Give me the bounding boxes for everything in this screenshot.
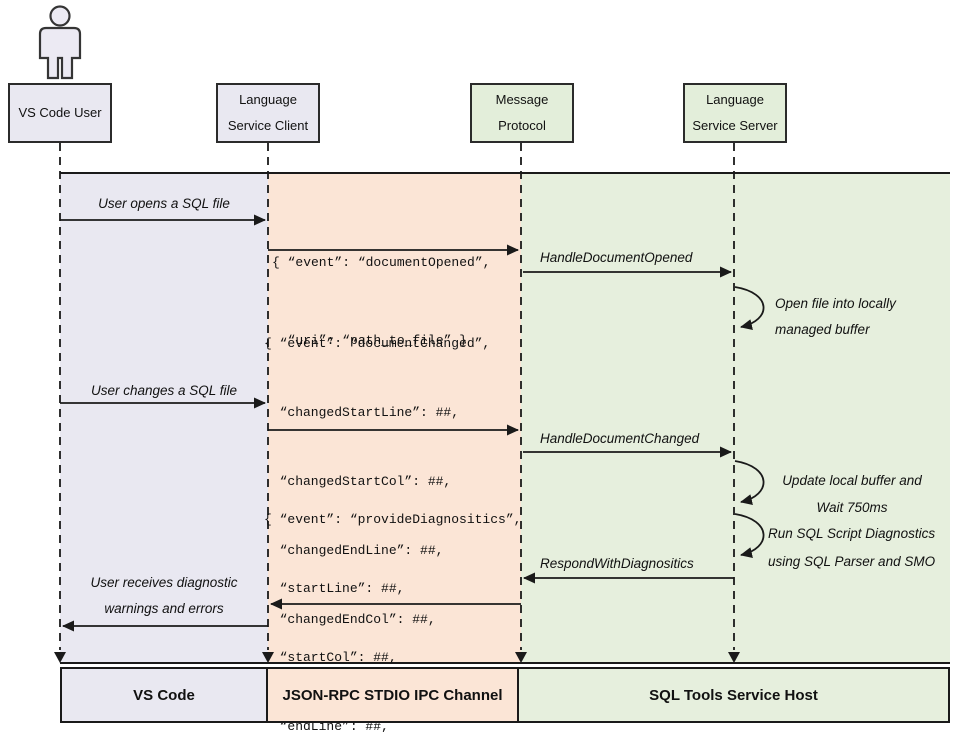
payload-line: “uri”: “path_to_file” } [272,333,468,348]
label-line: User receives diagnostic [90,575,238,590]
payload-line: “changedEndLine”: ##, [264,543,444,558]
footer-row: VS Code JSON-RPC STDIO IPC Channel SQL T… [60,667,950,723]
lane-ipc-channel [268,174,521,662]
actor-label: Service Server [692,118,778,133]
actor-language-service-client: Language Service Client [216,83,320,143]
payload-line: “startCol”: ##, [264,650,397,665]
payload-line: { “event”: “documentOpened”, [272,255,491,270]
note-open-buffer: Open file into locally managed buffer [775,291,896,343]
payload-line: “changedStartCol”: ##, [264,474,452,489]
actor-label: Language [239,92,297,107]
actor-label: Service Client [227,118,309,133]
payload-line: { “event”: “documentChanged”, [264,336,491,351]
note-line: Open file into locally [775,296,896,311]
footer-label: VS Code [133,686,195,704]
note-update-buffer: Update local buffer and Wait 750ms [772,467,932,521]
actor-label: Language [706,92,764,107]
label-handle-opened: HandleDocumentOpened [540,250,693,265]
footer-label: JSON-RPC STDIO IPC Channel [282,686,503,704]
actor-language-service-server: Language Service Server [683,83,787,143]
actor-label: Protocol [498,118,546,133]
payload-line: “startLine”: ##, [264,581,405,596]
label-line: warnings and errors [104,601,224,616]
lane-vscode [60,174,268,662]
note-line: Run SQL Script Diagnostics [768,526,936,541]
note-run-diag: Run SQL Script Diagnostics using SQL Par… [768,520,935,576]
label-user-receives: User receives diagnostic warnings and er… [60,570,268,622]
person-icon [38,5,82,80]
payload-document-opened: { “event”: “documentOpened”, “uri”: “pat… [272,198,490,406]
lane-region [60,172,950,664]
footer-service-host: SQL Tools Service Host [519,669,948,721]
payload-line: “changedEndCol”: ##, [264,612,436,627]
note-line: Update local buffer and [782,473,922,488]
note-line: using SQL Parser and SMO [768,554,936,569]
payload-provide-diagnostics: { “event”: “provideDiagnositics”, “start… [264,462,521,732]
note-line: Wait 750ms [816,500,888,515]
note-line: managed buffer [775,322,870,337]
lane-service-host [521,174,950,662]
label-user-opens-file: User opens a SQL file [98,196,230,211]
label-user-changes-file: User changes a SQL file [90,383,238,398]
actor-label: VS Code User [18,105,102,120]
label-respond-diag: RespondWithDiagnositics [540,556,694,571]
payload-line: “changedStartLine”: ##, [264,405,460,420]
actor-message-protocol: Message Protocol [470,83,574,143]
actor-vscode-user: VS Code User [8,83,112,143]
footer-ipc-channel: JSON-RPC STDIO IPC Channel [268,669,519,721]
label-handle-changed: HandleDocumentChanged [540,431,700,446]
footer-label: SQL Tools Service Host [649,686,818,704]
footer-vscode: VS Code [62,669,268,721]
payload-line: { “event”: “provideDiagnositics”, [264,512,522,527]
actor-label: Message [495,92,549,107]
